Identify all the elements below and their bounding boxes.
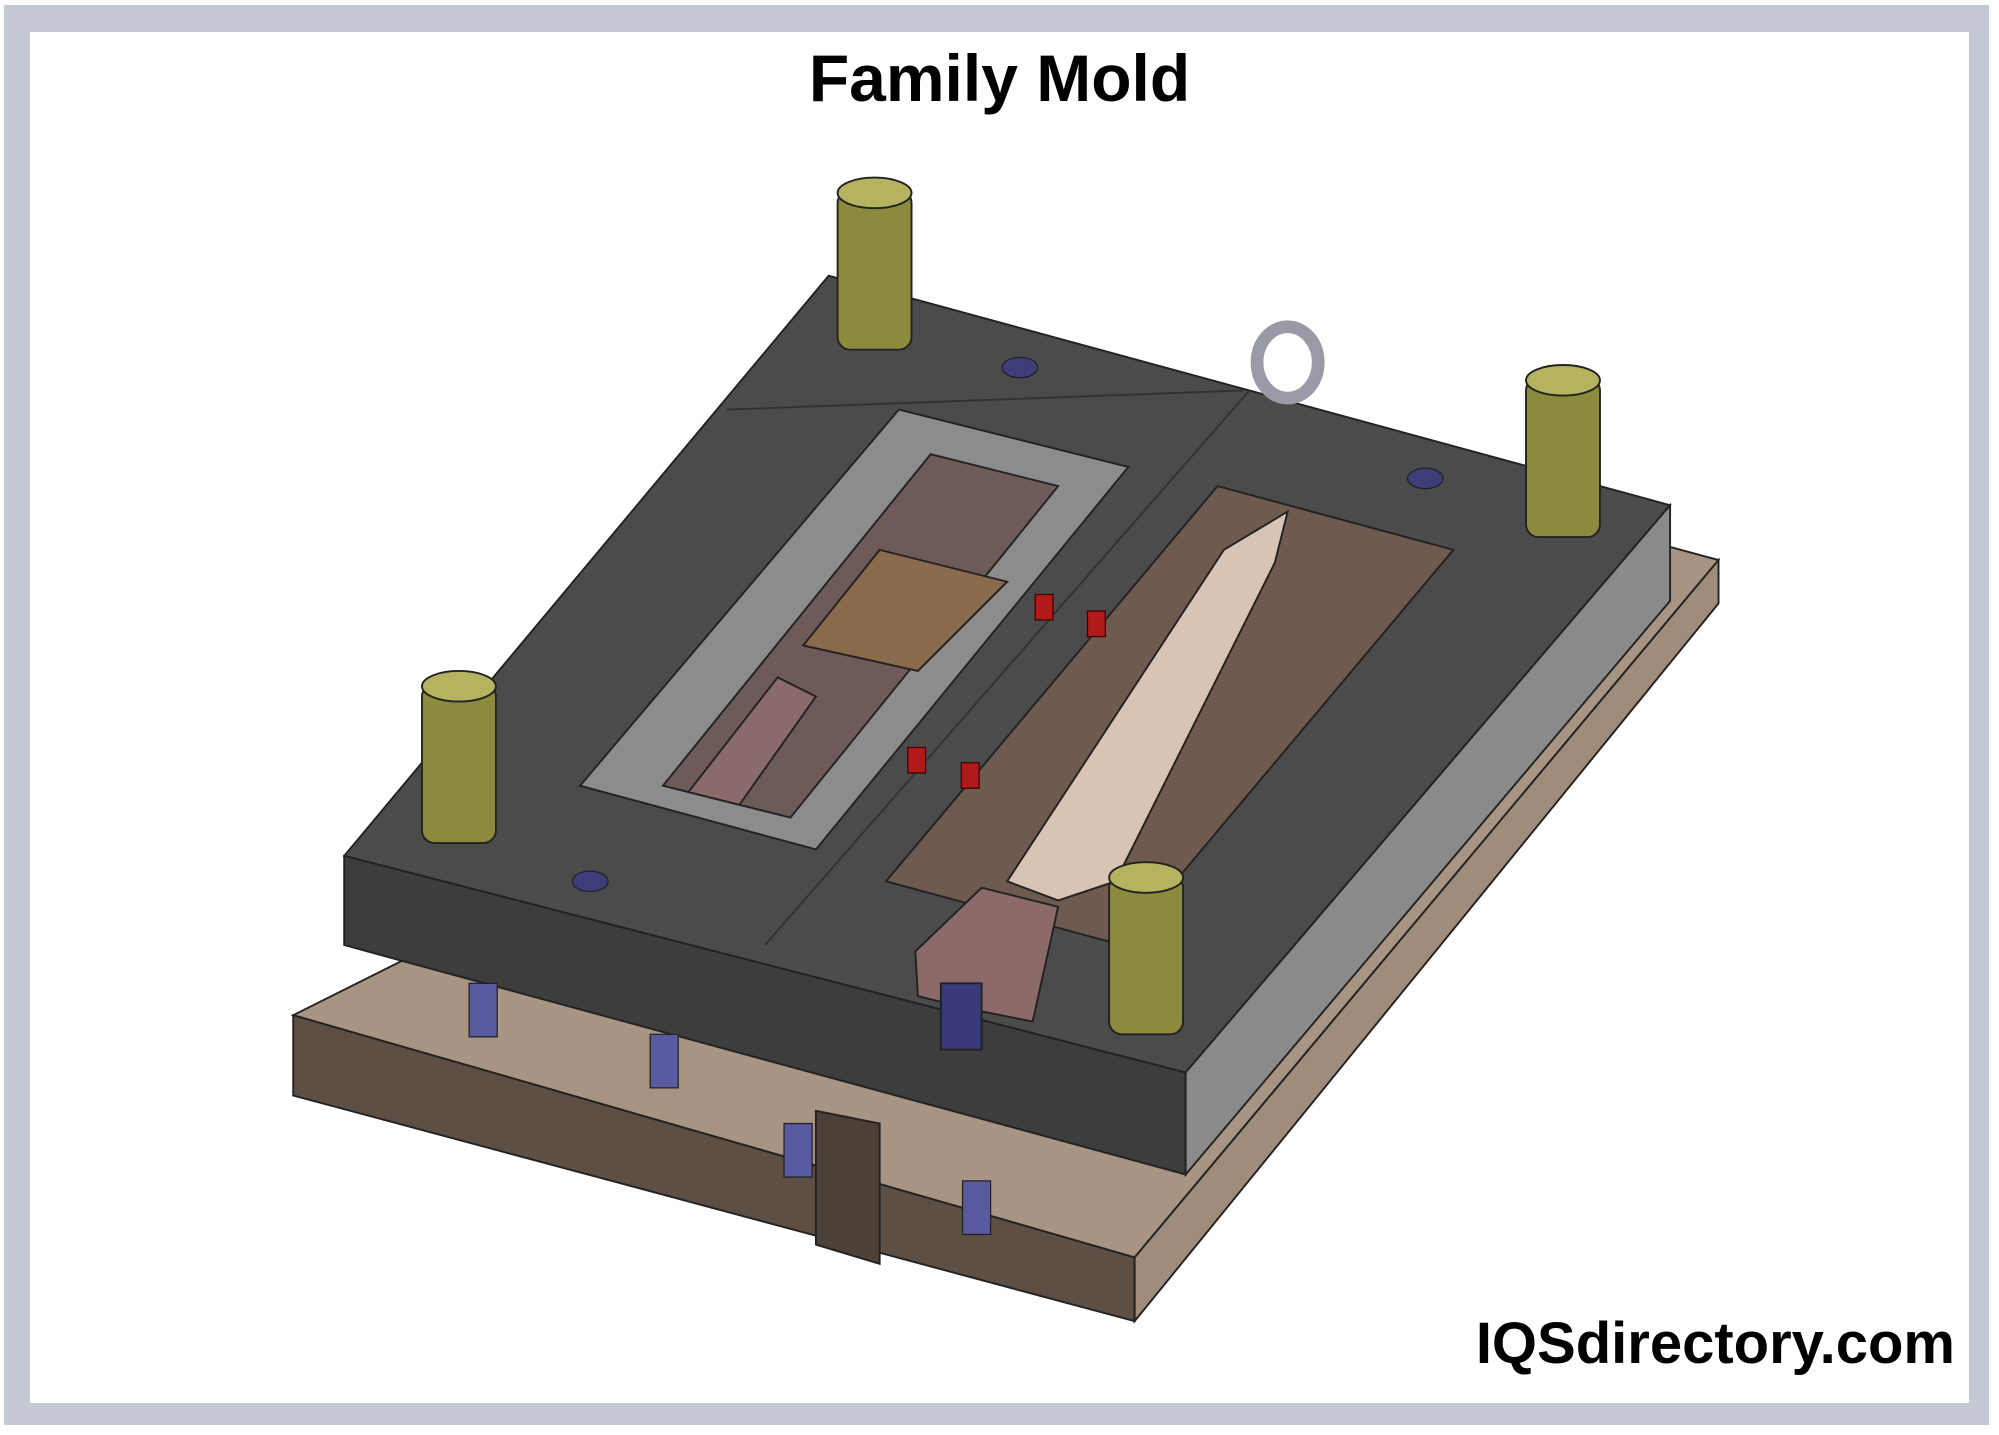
figure-title: Family Mold [808,41,1191,115]
water-fittings [468,982,992,1236]
leader-pins [421,176,1601,1036]
red-ejector-pins [907,593,1106,789]
guide-holes [571,356,1444,893]
left-cavity [578,408,1130,851]
watermark-text: IQSdirectory.com [1475,1311,1955,1376]
mold-plate [342,274,1672,1178]
eye-bolt [1250,320,1325,405]
right-cavity [884,485,1456,1051]
